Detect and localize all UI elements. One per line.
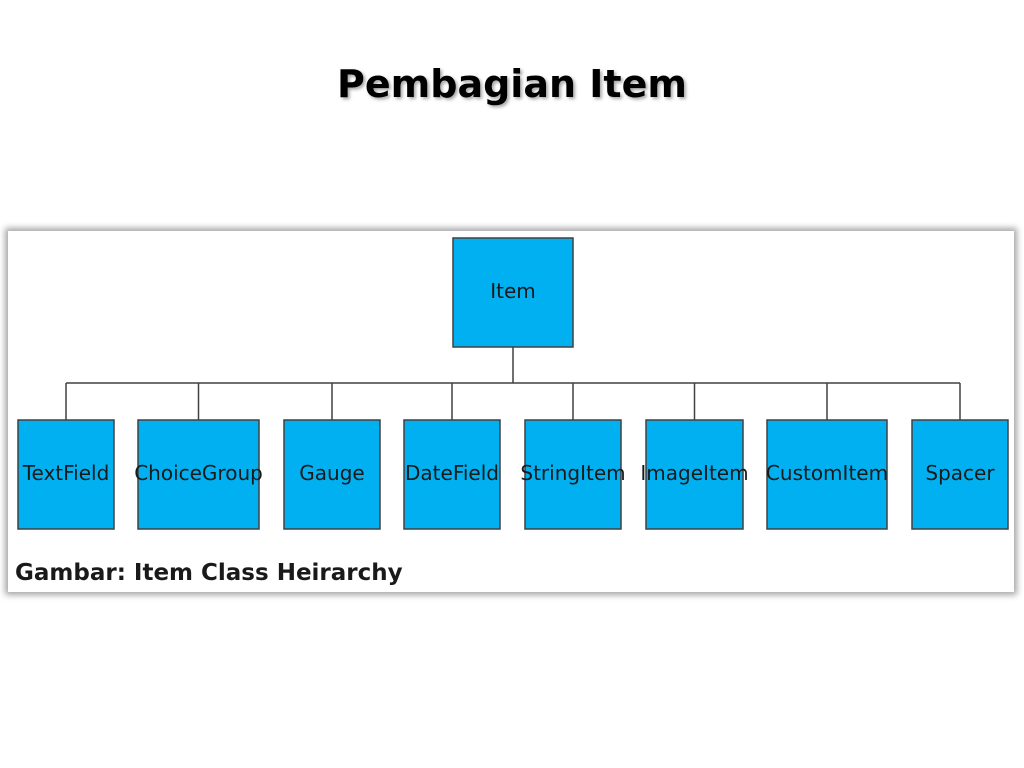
node-datefield-label: DateField bbox=[405, 461, 499, 485]
node-choicegroup-label: ChoiceGroup bbox=[134, 461, 263, 485]
node-gauge-box bbox=[283, 419, 381, 530]
node-gauge-label: Gauge bbox=[299, 461, 364, 485]
figure-caption: Gambar: Item Class Heirarchy bbox=[15, 560, 403, 586]
node-customitem: CustomItem bbox=[766, 419, 888, 530]
node-spacer-box bbox=[911, 419, 1009, 530]
node-customitem-label: CustomItem bbox=[766, 461, 888, 485]
node-gauge: Gauge bbox=[283, 419, 381, 530]
node-customitem-box bbox=[766, 419, 888, 530]
slide-title: Pembagian Item bbox=[337, 62, 687, 106]
node-item-root: Item bbox=[452, 237, 574, 348]
node-choicegroup-box bbox=[137, 419, 260, 530]
node-stringitem-label: StringItem bbox=[520, 461, 625, 485]
node-spacer: Spacer bbox=[911, 419, 1009, 530]
node-spacer-label: Spacer bbox=[925, 461, 995, 485]
node-stringitem-box bbox=[524, 419, 622, 530]
node-datefield: DateField bbox=[403, 419, 501, 530]
node-textfield-label: TextField bbox=[22, 461, 110, 485]
node-item-root-box bbox=[452, 237, 574, 348]
node-textfield-box bbox=[17, 419, 115, 530]
node-stringitem: StringItem bbox=[520, 419, 626, 530]
node-choicegroup: ChoiceGroup bbox=[134, 419, 263, 530]
node-datefield-box bbox=[403, 419, 501, 530]
node-item-root-label: Item bbox=[490, 279, 536, 303]
node-imageitem-label: ImageItem bbox=[640, 461, 748, 485]
node-imageitem: ImageItem bbox=[640, 419, 749, 530]
node-imageitem-box bbox=[645, 419, 744, 530]
node-textfield: TextField bbox=[17, 419, 115, 530]
connectors bbox=[65, 347, 961, 420]
